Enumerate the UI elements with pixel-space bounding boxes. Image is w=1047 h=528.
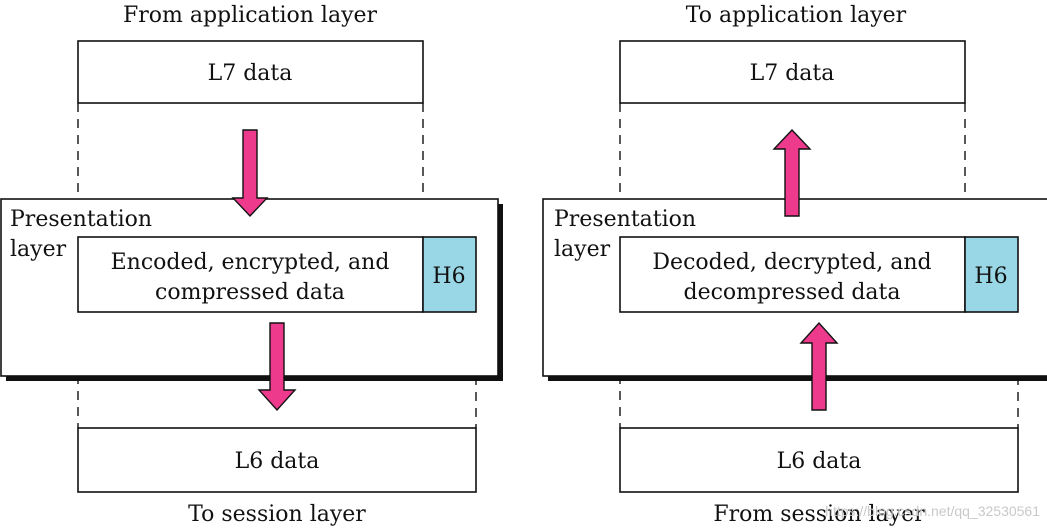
receiver-layer-label-line2: layer (554, 237, 611, 262)
sender-down-arrow-bottom (257, 322, 297, 412)
sender-l6-label: L6 data (235, 449, 320, 474)
sender-l7-label: L7 data (208, 61, 293, 86)
sender-h6-label: H6 (432, 264, 465, 289)
sender-down-arrow-top (231, 129, 269, 218)
receiver-l7-label: L7 data (750, 61, 835, 86)
receiver-h6-header-box (964, 236, 1019, 313)
sender-data-line1: Encoded, encrypted, and (111, 250, 390, 275)
receiver-data-line2: decompressed data (684, 280, 901, 305)
watermark-text: https://blog.csdn.net/qq_32530561 (825, 503, 1040, 519)
sender-data-box (77, 236, 424, 313)
sender-h6-header-box (422, 236, 477, 313)
sender-l7-box (77, 40, 424, 104)
receiver-up-arrow-top (772, 128, 812, 217)
sender-layer-label-line2: layer (10, 237, 67, 262)
sender-data-line2: compressed data (155, 280, 345, 305)
sender-l6-box (77, 427, 477, 493)
receiver-top-caption: To application layer (686, 3, 907, 28)
receiver-bottom-caption: From session layer (713, 502, 925, 527)
receiver-l7-box (619, 40, 966, 104)
receiver-l6-box (619, 427, 1019, 493)
sender-layer-label-line1: Presentation (10, 207, 152, 232)
receiver-l6-label: L6 data (777, 449, 862, 474)
receiver-layer-label-line1: Presentation (554, 207, 696, 232)
receiver-up-arrow-bottom (799, 321, 839, 411)
receiver-data-line1: Decoded, decrypted, and (652, 250, 931, 275)
sender-side: From application layer L7 data Presentat… (0, 3, 503, 527)
sender-top-caption: From application layer (123, 3, 378, 28)
sender-bottom-caption: To session layer (188, 502, 366, 527)
receiver-h6-label: H6 (974, 264, 1007, 289)
receiver-side: To application layer L7 data Presentatio… (542, 3, 1047, 527)
